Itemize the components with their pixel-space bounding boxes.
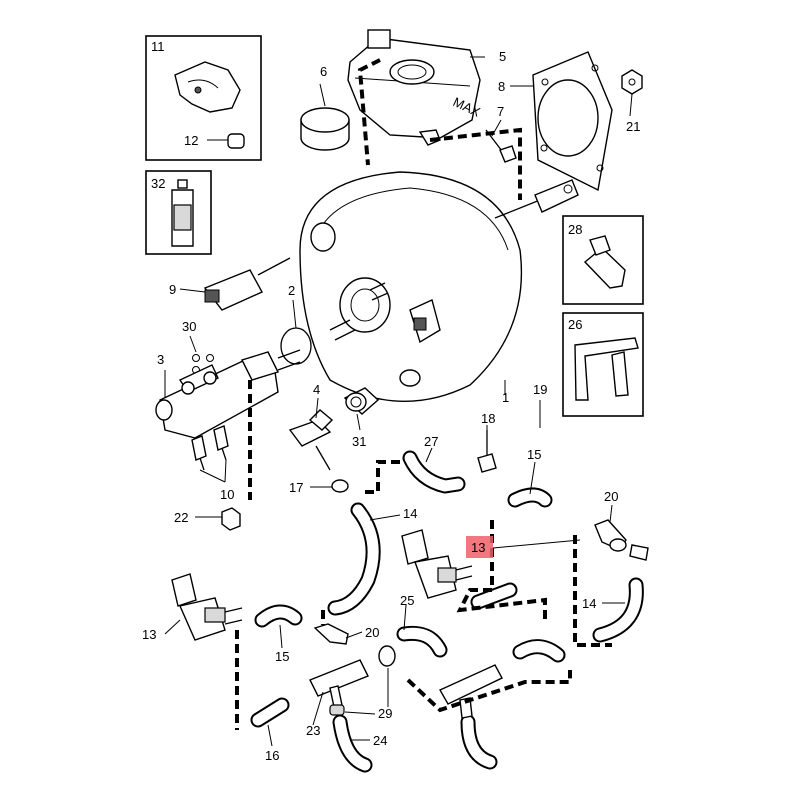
reservoir-cap bbox=[300, 107, 350, 151]
elbow-fitting-4 bbox=[288, 409, 334, 471]
label-13-left: 13 bbox=[142, 627, 156, 642]
label-31: 31 bbox=[352, 434, 366, 449]
label-13-highlighted: 13 bbox=[471, 540, 485, 555]
label-22: 22 bbox=[174, 510, 188, 525]
label-6: 6 bbox=[320, 64, 327, 79]
label-4: 4 bbox=[313, 382, 320, 397]
label-15-left: 15 bbox=[275, 649, 289, 664]
label-20-right: 20 bbox=[604, 489, 618, 504]
label-21: 21 bbox=[626, 119, 640, 134]
hose-right-small bbox=[512, 639, 566, 663]
nut-21 bbox=[621, 69, 643, 95]
hose-15-left bbox=[254, 604, 303, 628]
label-25: 25 bbox=[400, 593, 414, 608]
label-32: 32 bbox=[151, 176, 165, 191]
bolt-22 bbox=[221, 507, 241, 531]
brake-fluid-reservoir: MAX bbox=[347, 29, 483, 146]
label-23: 23 bbox=[306, 723, 320, 738]
hose-27 bbox=[402, 450, 466, 494]
hose-24 bbox=[332, 714, 373, 773]
hose-14-right bbox=[592, 577, 644, 643]
leader-lines bbox=[164, 56, 633, 747]
label-9: 9 bbox=[169, 282, 176, 297]
label-10: 10 bbox=[220, 487, 234, 502]
booster-gasket bbox=[532, 51, 613, 192]
brake-booster bbox=[299, 171, 579, 403]
label-2: 2 bbox=[288, 283, 295, 298]
callout-labels: 11 12 32 5 6 8 7 21 28 26 9 2 30 3 4 1 1… bbox=[142, 39, 640, 763]
o-ring-2 bbox=[280, 327, 312, 365]
label-19: 19 bbox=[533, 382, 547, 397]
label-14-right: 14 bbox=[582, 596, 596, 611]
label-3: 3 bbox=[157, 352, 164, 367]
label-8: 8 bbox=[498, 79, 505, 94]
hose-center-short bbox=[470, 582, 518, 610]
tee-fitting-right bbox=[439, 664, 503, 719]
check-valve-13-left bbox=[171, 573, 243, 641]
label-14-center: 14 bbox=[403, 506, 417, 521]
label-27: 27 bbox=[424, 434, 438, 449]
label-5: 5 bbox=[499, 49, 506, 64]
label-17: 17 bbox=[289, 480, 303, 495]
label-29: 29 bbox=[378, 706, 392, 721]
routing-dashes bbox=[235, 58, 612, 730]
inset-box-28 bbox=[562, 215, 644, 305]
hose-bottom-right bbox=[460, 714, 498, 770]
label-30: 30 bbox=[182, 319, 196, 334]
label-18: 18 bbox=[481, 411, 495, 426]
clamp-29 bbox=[329, 704, 345, 716]
bolt-20-right bbox=[594, 519, 627, 552]
label-12: 12 bbox=[184, 133, 198, 148]
grommet-31 bbox=[343, 387, 380, 415]
bolt-20-left bbox=[313, 623, 349, 645]
master-cylinder bbox=[155, 349, 301, 439]
check-valve-13-center bbox=[401, 529, 473, 599]
label-26: 26 bbox=[568, 317, 582, 332]
hose-14-center bbox=[327, 502, 381, 616]
inset-box-32 bbox=[145, 170, 212, 255]
hose-25 bbox=[396, 625, 448, 658]
label-28: 28 bbox=[568, 222, 582, 237]
inset-box-26 bbox=[562, 312, 644, 417]
label-7: 7 bbox=[497, 104, 504, 119]
clamp-17 bbox=[331, 479, 349, 493]
highlight-marker bbox=[466, 536, 493, 558]
hose-16 bbox=[250, 697, 290, 728]
label-24: 24 bbox=[373, 733, 387, 748]
vacuum-line-19 bbox=[489, 428, 649, 561]
label-11: 11 bbox=[151, 39, 165, 54]
label-20-left: 20 bbox=[365, 625, 379, 640]
label-16: 16 bbox=[265, 748, 279, 763]
label-15-right: 15 bbox=[527, 447, 541, 462]
vacuum-sensor-9 bbox=[203, 257, 291, 311]
label-1: 1 bbox=[502, 390, 509, 405]
inset-box-11 bbox=[145, 35, 262, 161]
plugs-10 bbox=[191, 425, 229, 483]
tee-fitting-23 bbox=[309, 645, 396, 708]
hose-15-right bbox=[507, 487, 553, 508]
